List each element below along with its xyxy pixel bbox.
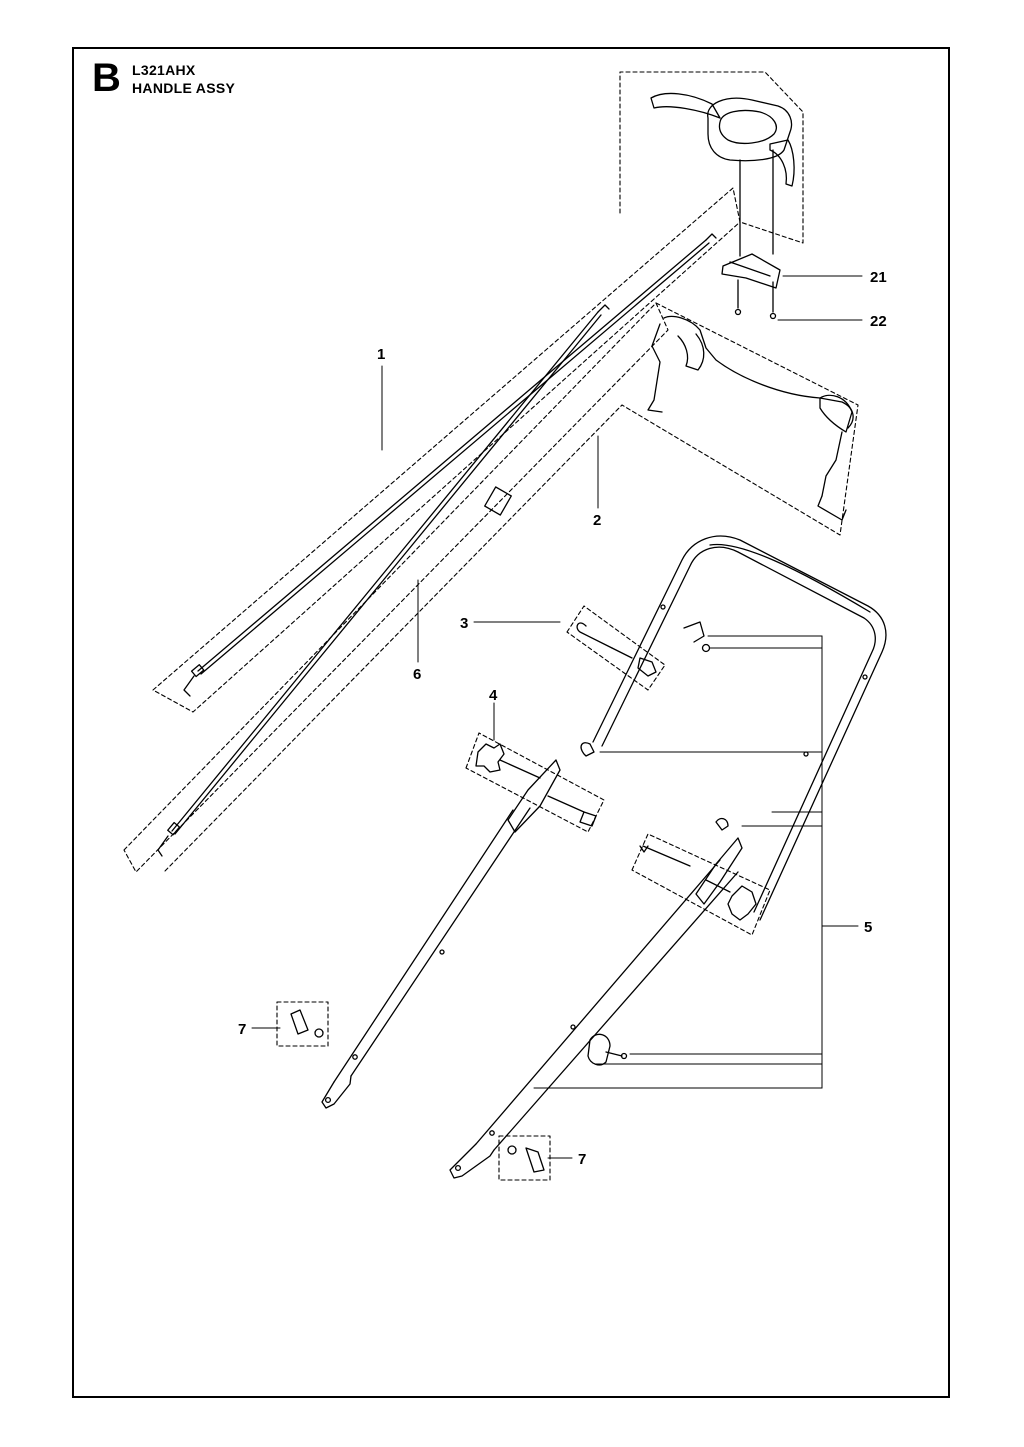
cable-6-outline	[123, 302, 669, 873]
main-handle	[321, 535, 887, 1179]
control-head-outline	[619, 71, 804, 244]
callout-1: 1	[377, 346, 385, 363]
part-3-outline	[566, 605, 666, 691]
control-lever-right	[769, 139, 795, 187]
callout-21: 21	[870, 269, 887, 286]
leader-lines	[251, 275, 863, 1159]
section-letter: B	[92, 56, 121, 100]
knob-right	[639, 817, 757, 921]
callout-6: 6	[413, 666, 421, 683]
cable-6	[157, 304, 610, 857]
cable-clip	[484, 486, 512, 516]
callout-22: 22	[870, 313, 887, 330]
control-housing-top	[718, 109, 777, 145]
diagram-title: HANDLE ASSY	[132, 80, 236, 96]
part-3	[576, 621, 711, 677]
part-7a	[290, 1009, 324, 1038]
star-knob-right	[727, 885, 757, 921]
callout-5: 5	[864, 919, 872, 936]
control-housing	[707, 97, 793, 162]
control-lever-left	[650, 92, 721, 119]
upper-bar	[647, 315, 854, 521]
control-head	[650, 92, 795, 320]
part-7a-outline	[276, 1001, 329, 1047]
group-outlines	[123, 71, 859, 1181]
model-number: L321AHX	[132, 62, 196, 78]
cable-6-outline-ext	[163, 302, 859, 873]
part-7b	[507, 1145, 545, 1173]
part-7b-outline	[498, 1135, 551, 1181]
callout-2: 2	[593, 512, 601, 529]
part-4	[475, 742, 597, 827]
knob-right-outline	[631, 833, 771, 936]
cable-1-outline	[152, 187, 741, 713]
mounting-bracket	[721, 253, 781, 289]
callout-7-right: 7	[578, 1151, 586, 1168]
diagram-frame	[72, 47, 950, 1398]
star-knob-left	[475, 743, 505, 773]
cable-1	[183, 233, 717, 697]
part-4-outline	[465, 732, 605, 833]
callout-3: 3	[460, 615, 468, 632]
lower-cable-clip	[570, 1024, 628, 1066]
callout-4: 4	[489, 687, 498, 704]
callout-7-left: 7	[238, 1021, 246, 1038]
